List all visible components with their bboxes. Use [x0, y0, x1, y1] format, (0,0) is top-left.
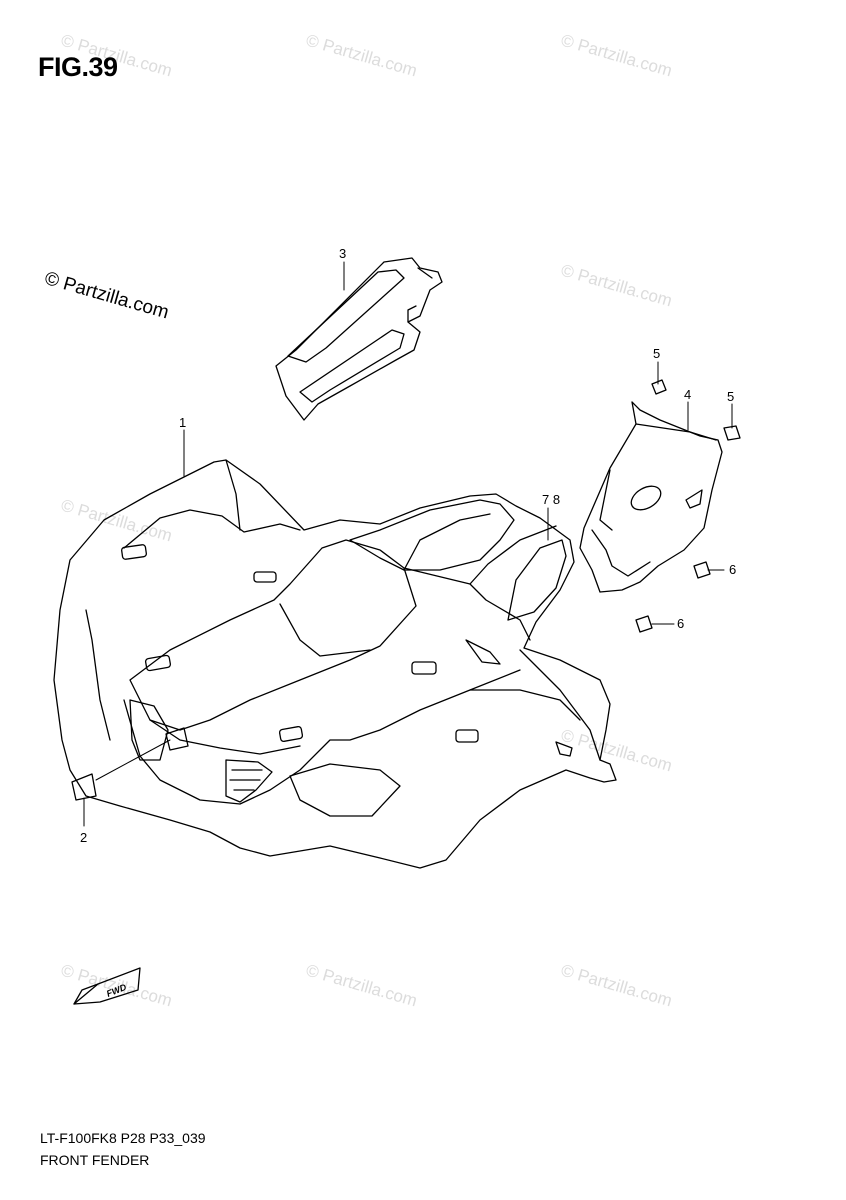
callouts: 1 2 3 4 5 5 6 6 7 8 — [80, 246, 736, 845]
callout-2: 2 — [80, 830, 87, 845]
callout-6a: 6 — [729, 562, 736, 577]
leader-lines — [83, 261, 733, 827]
watermark: © Partzilla.com — [559, 261, 674, 311]
part-3-panel[interactable] — [275, 257, 443, 421]
callout-3: 3 — [339, 246, 346, 261]
watermark: © Partzilla.com — [304, 961, 419, 1011]
watermark: © Partzilla.com — [559, 961, 674, 1011]
model-code: LT-F100FK8 P28 P33_039 — [40, 1130, 206, 1146]
bolt-5a[interactable] — [651, 379, 667, 395]
callout-6b: 6 — [677, 616, 684, 631]
callout-4: 4 — [684, 387, 691, 402]
callout-1: 1 — [179, 415, 186, 430]
bolt-6a[interactable] — [693, 561, 711, 579]
section-name: FRONT FENDER — [40, 1152, 150, 1168]
callout-5a: 5 — [653, 346, 660, 361]
figure-title: FIG.39 — [38, 52, 118, 82]
watermarks: © Partzilla.com © Partzilla.com © Partzi… — [59, 31, 674, 1011]
bolt-6b[interactable] — [635, 615, 653, 633]
callout-5b: 5 — [727, 389, 734, 404]
callout-7-8: 7 8 — [542, 492, 560, 507]
watermark: © Partzilla.com — [304, 31, 419, 81]
watermark: © Partzilla.com — [559, 726, 674, 776]
part-4-cover[interactable] — [579, 401, 723, 593]
part-1-front-fender[interactable] — [53, 459, 617, 869]
watermark: © Partzilla.com — [559, 31, 674, 81]
fwd-arrow — [73, 967, 141, 1005]
part-2-emblem[interactable] — [71, 727, 189, 801]
